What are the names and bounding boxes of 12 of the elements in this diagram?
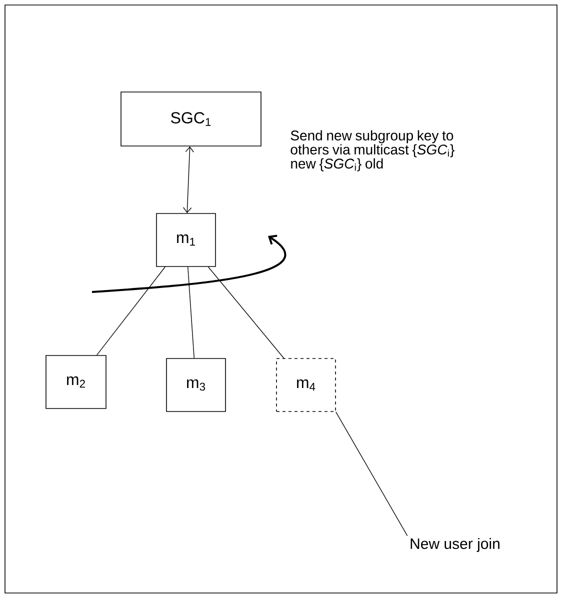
dashed-box: m$_{4}$ — [276, 358, 336, 412]
process-box: m$_{1}$ — [156, 213, 216, 267]
process-box: m$_{3}$ — [166, 358, 226, 412]
arrow — [183, 146, 194, 214]
process-box: SGC$_{1}$ — [120, 92, 262, 146]
process-box: m$_{2}$ — [46, 355, 106, 409]
annotation-text: New user join — [410, 538, 500, 552]
connector-line — [188, 266, 194, 358]
annotation-text: Send new subgroup key to others via multicast {SGC$_{i}$} new {SGC$_{i}$} old — [290, 130, 454, 172]
leader-line — [336, 412, 408, 536]
connector-line — [208, 266, 284, 358]
connector-line — [96, 266, 166, 356]
